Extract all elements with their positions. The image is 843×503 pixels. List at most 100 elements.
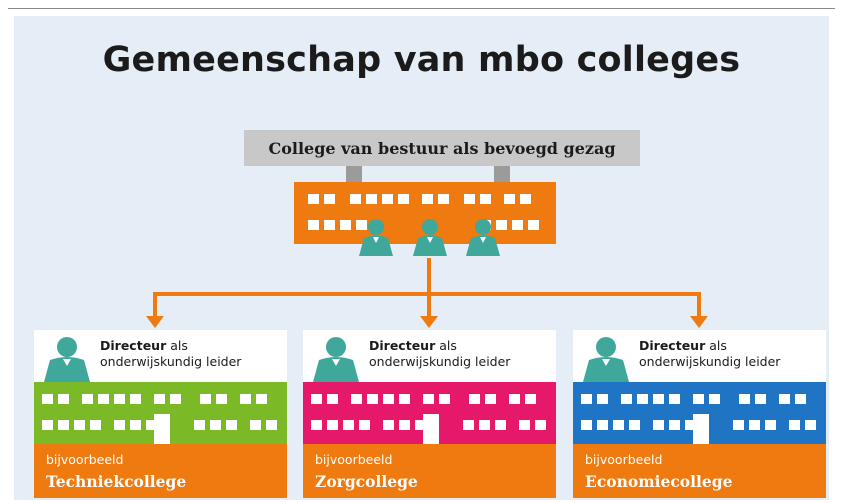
window-icon xyxy=(438,194,449,204)
window-icon xyxy=(170,394,181,404)
director-role: Directeur als onderwijskundig leider xyxy=(639,338,780,370)
board-label: College van bestuur als bevoegd gezag xyxy=(268,138,616,158)
window-icon xyxy=(383,420,394,430)
window-icon xyxy=(709,394,720,404)
building-icon xyxy=(303,382,556,444)
window-icon xyxy=(755,394,766,404)
window-icon xyxy=(327,420,338,430)
window-icon xyxy=(765,420,776,430)
door-icon xyxy=(693,414,709,444)
window-icon xyxy=(415,420,426,430)
person-icon xyxy=(413,219,447,256)
window-icon xyxy=(613,420,624,430)
window-icon xyxy=(535,420,546,430)
window-icon xyxy=(422,194,433,204)
connector-middle xyxy=(427,292,431,318)
arrow-down-icon xyxy=(420,316,438,328)
window-icon xyxy=(250,420,261,430)
window-icon xyxy=(194,420,205,430)
example-label: bijvoorbeeld xyxy=(315,452,393,467)
window-icon xyxy=(382,194,393,204)
window-icon xyxy=(779,394,790,404)
window-icon xyxy=(114,420,125,430)
window-icon xyxy=(359,420,370,430)
college-label: bijvoorbeeld Techniekcollege xyxy=(34,444,287,498)
window-icon xyxy=(519,420,530,430)
window-icon xyxy=(366,194,377,204)
window-icon xyxy=(597,420,608,430)
window-icon xyxy=(324,220,335,230)
window-icon xyxy=(399,420,410,430)
window-icon xyxy=(669,420,680,430)
director-role: Directeur als onderwijskundig leider xyxy=(100,338,241,370)
window-icon xyxy=(464,194,475,204)
director-bold: Directeur xyxy=(639,338,706,353)
person-icon xyxy=(583,337,629,382)
window-icon xyxy=(749,420,760,430)
window-icon xyxy=(528,220,539,230)
window-icon xyxy=(621,394,632,404)
window-icon xyxy=(504,194,515,204)
college-name: Techniekcollege xyxy=(46,472,187,491)
window-icon xyxy=(343,420,354,430)
connector-left xyxy=(153,292,157,318)
board-banner: College van bestuur als bevoegd gezag xyxy=(244,130,640,166)
window-icon xyxy=(512,220,523,230)
building-icon xyxy=(573,382,826,444)
window-icon xyxy=(340,220,351,230)
window-icon xyxy=(311,394,322,404)
window-icon xyxy=(637,394,648,404)
window-icon xyxy=(525,394,536,404)
window-icon xyxy=(356,220,367,230)
window-icon xyxy=(308,220,319,230)
window-icon xyxy=(805,420,816,430)
top-divider xyxy=(8,8,835,9)
window-icon xyxy=(256,394,267,404)
college-card: Directeur als onderwijskundig leider bij… xyxy=(34,330,287,498)
person-icon xyxy=(466,219,500,256)
window-icon xyxy=(58,394,69,404)
person-icon xyxy=(359,219,393,256)
window-icon xyxy=(479,420,490,430)
director-line2: onderwijskundig leider xyxy=(639,354,781,369)
window-icon xyxy=(789,420,800,430)
window-icon xyxy=(693,394,704,404)
window-icon xyxy=(130,420,141,430)
college-name: Economiecollege xyxy=(585,472,733,491)
college-header: Directeur als onderwijskundig leider xyxy=(573,330,826,382)
person-icon xyxy=(313,337,359,382)
window-icon xyxy=(480,194,491,204)
director-rest: als xyxy=(435,338,457,353)
window-icon xyxy=(399,394,410,404)
window-icon xyxy=(311,420,322,430)
window-icon xyxy=(629,420,640,430)
window-icon xyxy=(739,394,750,404)
window-icon xyxy=(74,420,85,430)
window-icon xyxy=(733,420,744,430)
window-icon xyxy=(581,394,592,404)
window-icon xyxy=(240,394,251,404)
person-icon xyxy=(44,337,90,382)
window-icon xyxy=(130,394,141,404)
window-icon xyxy=(154,394,165,404)
window-icon xyxy=(266,420,277,430)
window-icon xyxy=(42,420,53,430)
window-icon xyxy=(795,394,806,404)
example-label: bijvoorbeeld xyxy=(46,452,124,467)
window-icon xyxy=(463,420,474,430)
board-members xyxy=(359,219,500,256)
college-card: Directeur als onderwijskundig leider bij… xyxy=(303,330,556,498)
arrow-down-icon xyxy=(690,316,708,328)
college-header: Directeur als onderwijskundig leider xyxy=(303,330,556,382)
building-icon xyxy=(34,382,287,444)
board-pillar-left xyxy=(346,166,362,184)
window-icon xyxy=(597,394,608,404)
diagram-title: Gemeenschap van mbo colleges xyxy=(102,40,741,80)
window-icon xyxy=(398,194,409,204)
window-icon xyxy=(383,394,394,404)
window-icon xyxy=(495,420,506,430)
window-icon xyxy=(581,420,592,430)
director-rest: als xyxy=(705,338,727,353)
window-icon xyxy=(485,394,496,404)
